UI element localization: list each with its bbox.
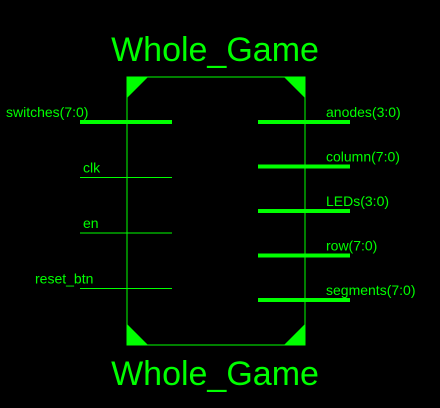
output-port-leds[interactable]: LEDs(3:0) xyxy=(258,193,389,213)
block-title-top: Whole_Game xyxy=(111,31,319,69)
block-title-bottom: Whole_Game xyxy=(111,355,319,393)
corner-marker-bottom-left xyxy=(127,324,148,345)
input-port-reset-btn[interactable]: reset_btn xyxy=(35,271,172,289)
input-port-clk[interactable]: clk xyxy=(80,160,172,178)
input-port-en[interactable]: en xyxy=(80,215,172,234)
output-port-segments[interactable]: segments(7:0) xyxy=(258,282,415,302)
input-port-switches[interactable]: switches(7:0) xyxy=(6,104,172,124)
port-label-reset-btn: reset_btn xyxy=(35,271,93,287)
port-label-segments: segments(7:0) xyxy=(326,282,415,298)
output-port-anodes[interactable]: anodes(3:0) xyxy=(258,104,401,124)
port-label-clk: clk xyxy=(83,160,101,176)
input-ports: switches(7:0) clk en reset_btn xyxy=(6,104,172,289)
port-label-anodes: anodes(3:0) xyxy=(326,104,401,120)
corner-marker-top-left xyxy=(127,77,148,98)
port-label-row: row(7:0) xyxy=(326,238,377,254)
output-port-column[interactable]: column(7:0) xyxy=(258,149,400,169)
port-label-column: column(7:0) xyxy=(326,149,400,165)
port-label-en: en xyxy=(83,215,99,231)
output-ports: anodes(3:0) column(7:0) LEDs(3:0) row(7:0) s… xyxy=(258,104,415,302)
port-label-switches: switches(7:0) xyxy=(6,104,88,120)
corner-marker-bottom-right xyxy=(284,324,305,345)
output-port-row[interactable]: row(7:0) xyxy=(258,238,377,258)
corner-marker-top-right xyxy=(284,77,305,98)
port-label-leds: LEDs(3:0) xyxy=(326,193,389,209)
